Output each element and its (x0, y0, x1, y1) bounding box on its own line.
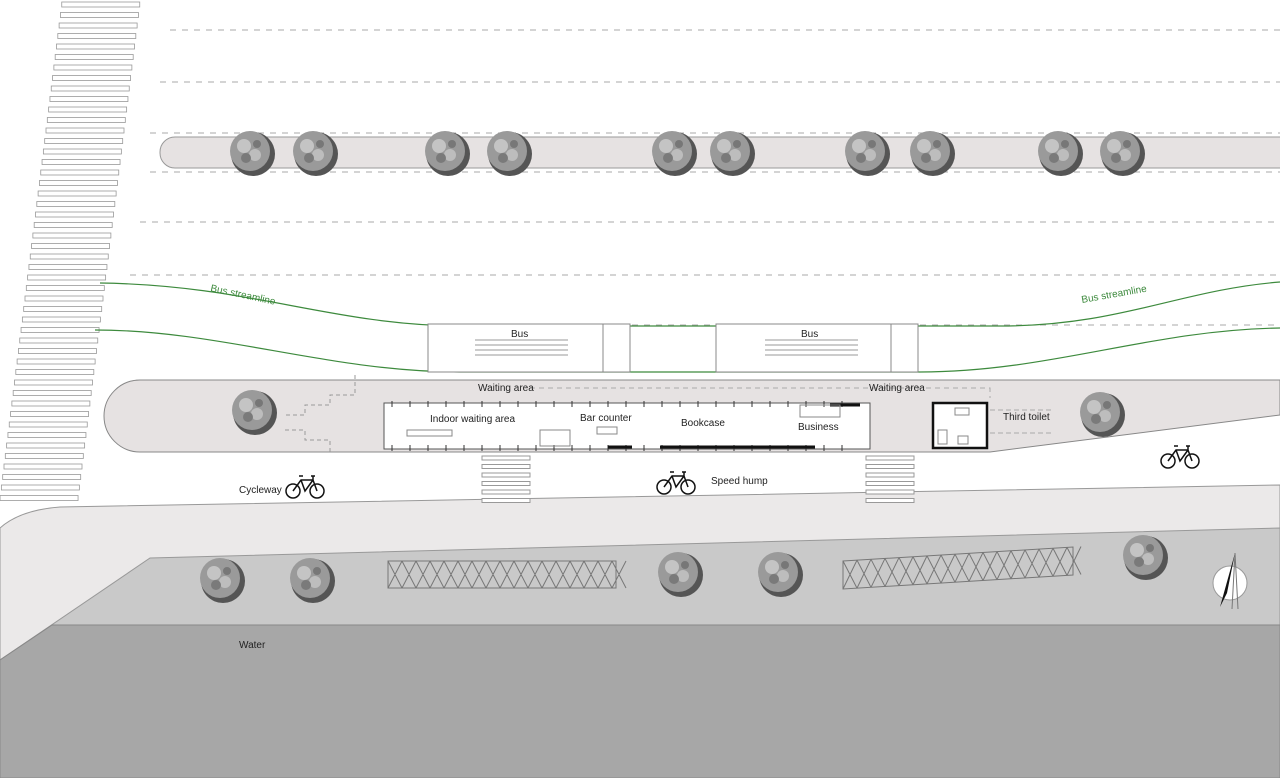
crosswalk-stripe (42, 148, 122, 155)
crosswalk-stripe (0, 495, 79, 501)
crosswalk-stripe (16, 358, 96, 365)
speed-hump-stripe (481, 472, 531, 478)
crosswalk-stripe (35, 211, 114, 218)
indoor-waiting-area-label: Indoor waiting area (430, 414, 515, 425)
water-label: Water (239, 640, 266, 651)
crosswalk-stripe (21, 316, 101, 323)
crosswalk-stripe (33, 222, 113, 228)
crosswalk-stripe (58, 22, 138, 29)
bus-streamline-label-left: Bus streamline (209, 283, 276, 308)
crosswalk-stripe (40, 169, 120, 176)
crosswalk-stripe (7, 432, 87, 438)
bus-label: Bus (511, 329, 528, 340)
crosswalk-stripe (14, 379, 93, 386)
bicycle-icon (285, 475, 325, 499)
crosswalk-stripe (56, 43, 135, 50)
crosswalk-stripe (10, 411, 89, 417)
crosswalk-stripe (44, 138, 124, 144)
bus-label: Bus (801, 329, 818, 340)
speed-hump-stripe (481, 498, 531, 503)
crosswalk-stripe (29, 253, 109, 260)
crosswalk-stripe (0, 484, 80, 491)
crosswalk-stripe (31, 243, 110, 249)
crosswalk-stripe (37, 190, 117, 197)
crosswalk-stripe (8, 421, 88, 428)
speed-hump-stripe (865, 455, 915, 461)
bus-1: Bus (427, 323, 631, 373)
third-toilet-block: Third toilet (931, 401, 1052, 450)
crosswalk-stripe (25, 285, 105, 291)
business-label: Business (798, 422, 839, 433)
speed-hump-stripe (865, 481, 915, 486)
crosswalk-stripe (61, 1, 141, 8)
waiting-area-label-left: Waiting area (478, 383, 534, 394)
crosswalk-stripe (48, 106, 128, 113)
crosswalk-stripe (4, 453, 84, 459)
crosswalk-stripe (18, 348, 97, 354)
crosswalk-stripe (2, 474, 82, 480)
crosswalk-stripe (20, 327, 100, 333)
speed-hump-stripe (865, 489, 915, 495)
crosswalk-stripe (6, 442, 86, 449)
bicycle-icon (656, 471, 696, 495)
crosswalk-stripe (23, 306, 103, 312)
bus-streamline-upper (99, 281, 1280, 327)
bus-streamline-lower (94, 327, 1280, 373)
crosswalk-stripe (11, 400, 91, 407)
crosswalk-left (0, 1, 141, 501)
planter-fence-right (842, 546, 1082, 590)
crosswalk-stripe (12, 390, 92, 396)
crosswalk-stripe (45, 127, 125, 134)
station-building: Indoor waiting area Bar counter Bookcase… (383, 401, 871, 451)
crosswalk-stripe (27, 274, 107, 281)
crosswalk-stripe (41, 159, 121, 165)
crosswalk-stripe (57, 33, 137, 39)
crosswalk-stripe (28, 264, 108, 270)
crosswalk-stripe (36, 201, 116, 207)
planter-fence-left (387, 560, 627, 589)
speed-hump-stripe (481, 489, 531, 495)
speed-hump-stripe (481, 455, 531, 461)
bus-streamline-label-right: Bus streamline (1081, 284, 1148, 306)
crosswalk-stripe (24, 295, 104, 302)
crosswalk-stripe (46, 117, 126, 123)
bicycle-icon (1160, 445, 1200, 469)
crosswalk-stripe (32, 232, 112, 239)
bookcase-label: Bookcase (681, 418, 725, 429)
crosswalk-stripe (50, 85, 130, 92)
speed-hump-stripe (481, 464, 531, 469)
speed-hump-stripe (865, 498, 915, 503)
third-toilet-label: Third toilet (1003, 412, 1050, 423)
crosswalk-stripe (15, 369, 95, 375)
crosswalk-stripe (19, 337, 99, 344)
crosswalk-stripe (54, 54, 134, 60)
crosswalk-stripe (60, 12, 139, 18)
cycleway-label: Cycleway (239, 485, 282, 496)
crosswalk-stripe (53, 64, 133, 71)
crosswalk-stripe (3, 463, 83, 470)
crosswalk-stripe (49, 96, 129, 102)
waiting-area-label-right: Waiting area (869, 383, 925, 394)
water-area (0, 624, 1280, 778)
crosswalk-stripe (39, 180, 118, 186)
speed-hump-label: Speed hump (711, 476, 768, 487)
speed-hump-stripe (865, 472, 915, 478)
bar-counter-label: Bar counter (580, 413, 632, 424)
bus-2: Bus (715, 323, 919, 373)
speed-humps (481, 455, 915, 503)
speed-hump-stripe (481, 481, 531, 486)
speed-hump-stripe (865, 464, 915, 469)
crosswalk-stripe (52, 75, 131, 81)
lane-lines (130, 29, 1280, 326)
north-arrow-icon (1212, 552, 1248, 610)
